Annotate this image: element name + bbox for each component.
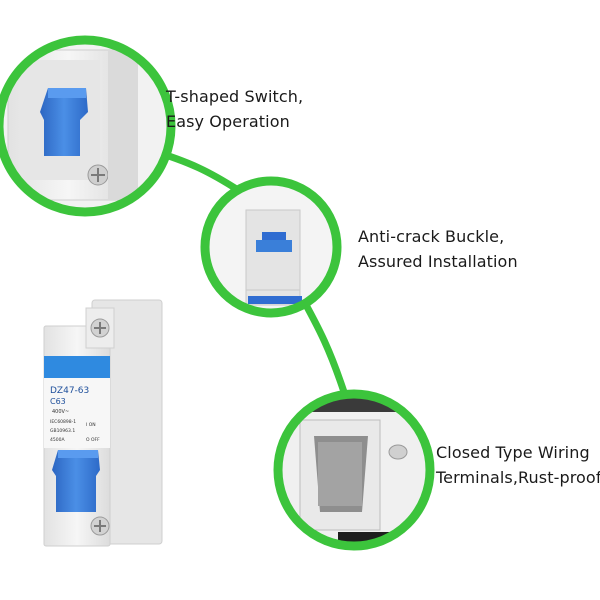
terminal-closeup xyxy=(273,389,435,551)
caption-line: Easy Operation xyxy=(166,112,290,131)
model-text: DZ47-63 xyxy=(50,386,89,396)
capacity-text: 4500A xyxy=(50,437,65,443)
caption-line: Anti-crack Buckle, xyxy=(358,227,505,246)
standard-2-text: GB10963.1 xyxy=(50,428,75,434)
toggle-switch xyxy=(52,450,100,512)
feature-caption-switch: T-shaped Switch, Easy Operation xyxy=(166,84,303,134)
off-indicator-text: O OFF xyxy=(86,437,100,443)
on-indicator-text: I ON xyxy=(86,422,96,428)
feature-caption-terminal: Closed Type Wiring Terminals,Rust-proof xyxy=(436,440,600,490)
switch-closeup xyxy=(0,35,176,217)
caption-line: Closed Type Wiring xyxy=(436,443,590,462)
buckle-closeup xyxy=(200,176,342,318)
standard-1-text: IEC60898-1 xyxy=(50,419,76,425)
circuit-breaker: DZ47-63 C63 400V~ IEC60898-1 GB10963.1 4… xyxy=(43,299,163,547)
feature-caption-buckle: Anti-crack Buckle, Assured Installation xyxy=(358,224,518,274)
voltage-text: 400V~ xyxy=(52,409,69,415)
caption-line: T-shaped Switch, xyxy=(166,87,304,106)
caption-line: Assured Installation xyxy=(358,252,518,271)
caption-line: Terminals,Rust-proof xyxy=(436,468,600,487)
rating-text: C63 xyxy=(50,397,66,406)
